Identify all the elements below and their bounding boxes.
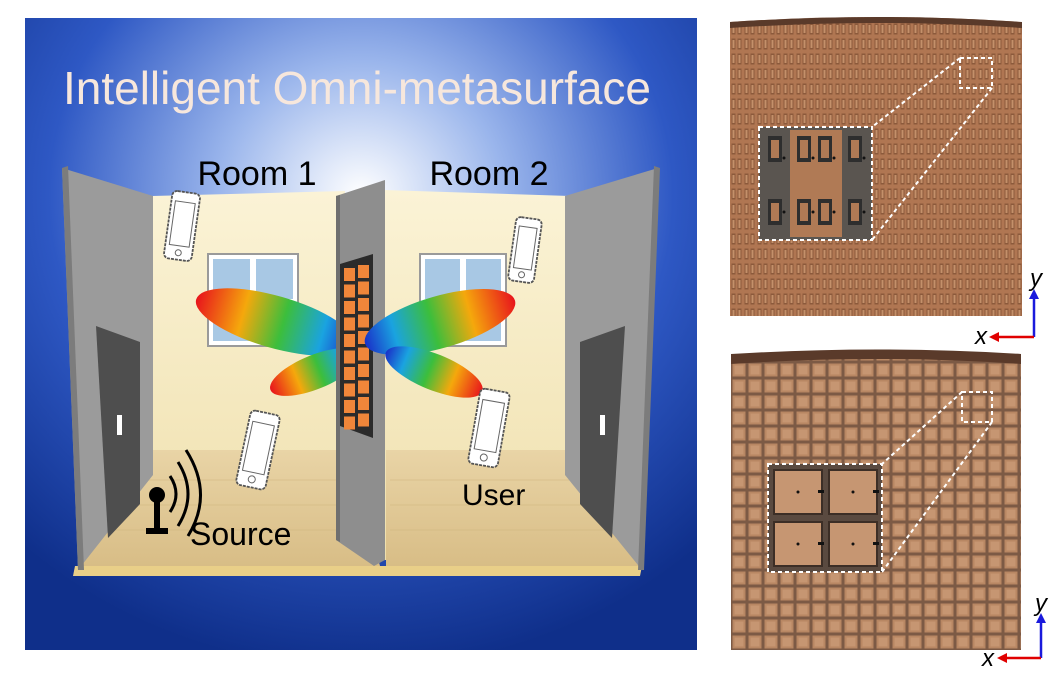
metasurface-cell: [344, 383, 355, 397]
phone-icon: [507, 216, 543, 284]
zoom-source-box: [959, 57, 993, 89]
panel-title: Intelligent Omni-metasurface: [63, 62, 651, 114]
room-1-floor: [78, 450, 380, 566]
metasurface-cell: [358, 380, 369, 394]
floor-base: [73, 566, 642, 576]
room-1-label: Room 1: [197, 155, 316, 193]
metasurface-cell: [358, 331, 369, 344]
right-door-handle: [600, 415, 605, 435]
metasurface-cell: [344, 350, 355, 364]
metasurface-cell: [358, 265, 369, 278]
left-door-handle: [117, 415, 122, 435]
metasurface-cell: [358, 347, 369, 361]
y-axis-label: y: [1033, 590, 1049, 617]
metasurface-board-photo-2: y x: [731, 349, 1049, 672]
user-label: User: [462, 479, 525, 512]
scene-panel: Intelligent Omni-metasurface: [25, 18, 697, 650]
antenna-icon: [146, 449, 202, 537]
metasurface-cell: [344, 284, 355, 298]
metasurface-cell: [344, 334, 355, 347]
right-side-wall-edge: [638, 166, 660, 570]
metasurface-cell: [344, 268, 355, 281]
metasurface-panel: [340, 254, 373, 438]
zoomed-unit-cell: [767, 463, 883, 573]
metasurface-cell: [344, 317, 355, 331]
metasurface-cell: [358, 364, 369, 377]
metasurface-cell: [358, 298, 369, 311]
metasurface-cell: [344, 400, 355, 413]
metasurface-cell: [358, 314, 369, 328]
room-2-label: Room 2: [429, 155, 548, 193]
user-phone-icon: [467, 387, 511, 469]
left-side-wall-edge: [62, 166, 84, 570]
metasurface-cell: [358, 413, 369, 427]
x-axis-label: x: [974, 323, 988, 350]
metasurface-cell: [344, 416, 355, 430]
y-axis-label: y: [1028, 265, 1044, 292]
room-2-beam-lobes: [364, 289, 516, 398]
x-axis-label: x: [981, 645, 995, 672]
metasurface-board-photo-1: y x: [730, 17, 1044, 350]
metasurface-cell: [358, 397, 369, 410]
source-label: Source: [190, 516, 291, 552]
zoom-source-box: [961, 391, 993, 423]
metasurface-cell: [344, 367, 355, 380]
metasurface-cell: [358, 281, 369, 295]
phone-icon: [163, 190, 201, 262]
metasurface-cell: [344, 301, 355, 314]
zoomed-unit-cell: [758, 126, 873, 241]
partition-wall-edge: [336, 195, 340, 542]
phone-icon: [235, 409, 281, 491]
